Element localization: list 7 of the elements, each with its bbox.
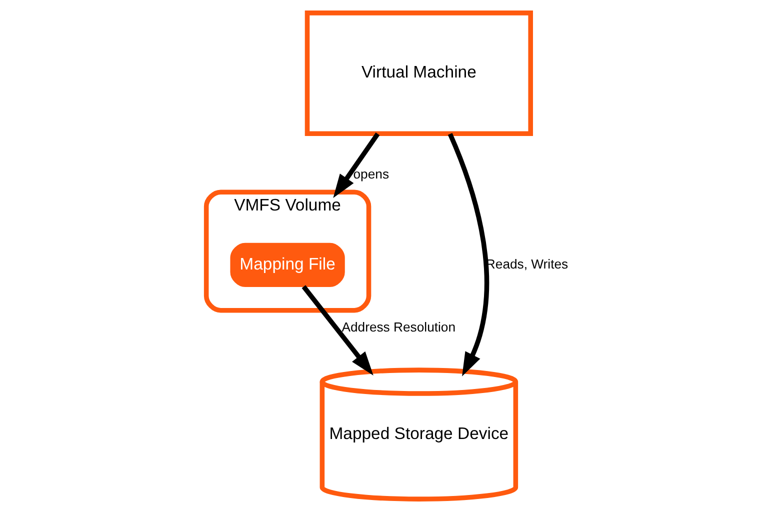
edge-label: opens [353,166,390,182]
arrow [448,133,490,376]
node-box: Virtual Machine [304,10,533,136]
arrow [302,285,374,376]
arrow [333,132,380,198]
edge-label: Address Resolution [342,320,456,335]
node-box: Mapping File [230,242,345,288]
